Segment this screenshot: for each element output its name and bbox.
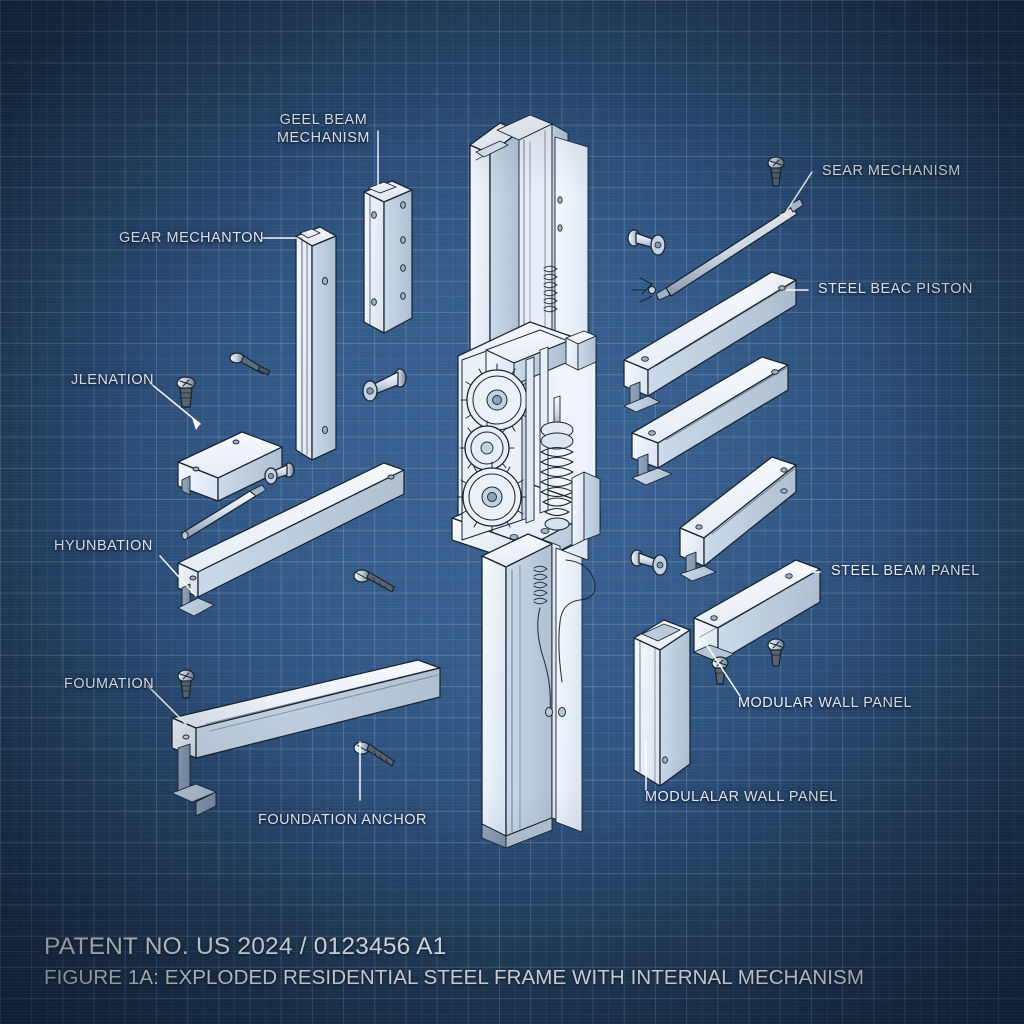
fastener-screw-k <box>767 638 785 667</box>
right-beam-lower <box>679 456 797 582</box>
patent-number: PATENT NO. US 2024 / 0123456 A1 <box>44 933 447 960</box>
fastener-pin-i <box>627 229 666 256</box>
figure-caption: FIGURE 1A: EXPLODED RESIDENTIAL STEEL FR… <box>44 966 864 989</box>
label-steel-beam-panel: STEEL BEAM PANEL <box>831 563 980 579</box>
right-channel-panel <box>693 559 821 663</box>
label-foumation: FOUMATION <box>64 676 155 692</box>
left-bracket-plate <box>177 431 283 502</box>
title-block: PATENT NO. US 2024 / 0123456 A1 FIGURE 1… <box>44 933 864 990</box>
fastener-screw-e <box>353 569 395 593</box>
label-steel-beac-piston: STEEL BEAC PISTON <box>818 281 973 297</box>
left-ibeam-lower <box>171 659 441 817</box>
fastener-screw-h <box>767 156 785 187</box>
label-geel-beam-mechanism-line2: MECHANISM <box>277 129 370 146</box>
label-jlenation: JLENATION <box>71 372 155 388</box>
label-gear-mechanton: GEAR MECHANTON <box>119 230 264 246</box>
label-hyunbation: HYUNBATION <box>54 538 153 554</box>
label-geel-beam-mechanism: GEEL BEAM MECHANISM <box>277 112 370 147</box>
fastener-screw-l <box>711 656 729 685</box>
center-mechanism-housing <box>451 321 601 567</box>
fastener-screw-f <box>177 669 195 699</box>
label-geel-beam-mechanism-line1: GEEL BEAM <box>279 112 368 128</box>
left-channel-beam-small <box>295 226 337 461</box>
fastener-screw-b <box>176 376 196 408</box>
fastener-pin-c <box>362 368 407 402</box>
center-column-lower <box>481 533 596 849</box>
fastener-bolt-a <box>229 352 271 376</box>
label-modular-wall-panel: MODULAR WALL PANEL <box>738 695 913 711</box>
fastener-pin-j <box>630 549 668 576</box>
label-modulalar-wall-panel: MODULALAR WALL PANEL <box>645 789 838 805</box>
label-sear-mechanism: SEAR MECHANISM <box>822 163 961 179</box>
label-foundation-anchor: FOUNDATION ANCHOR <box>258 812 427 828</box>
bottom-square-tube <box>633 619 691 787</box>
left-channel-beam-upper <box>363 180 413 334</box>
